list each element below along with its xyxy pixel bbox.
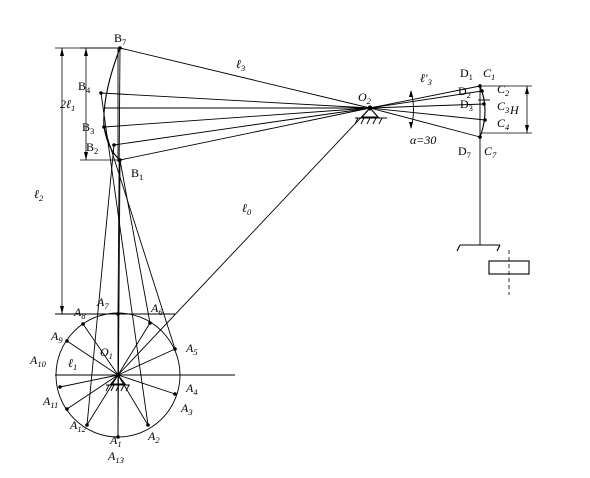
label-l0: ℓ0: [242, 201, 252, 217]
label-alpha: α=30: [410, 133, 436, 147]
frame-line-l0: [117, 107, 371, 376]
dimension-h: [482, 85, 532, 134]
angle-alpha-marker: [409, 90, 414, 129]
label-d3: D3: [460, 97, 473, 113]
label-l1: ℓ1: [68, 356, 77, 372]
label-a6: A6: [150, 301, 163, 317]
output-arc-c: [478, 84, 490, 245]
label-l2: ℓ2: [34, 187, 44, 203]
dimension-2l1: [80, 47, 120, 161]
label-a1: A1: [109, 433, 122, 449]
label-b3: B3: [82, 120, 94, 136]
label-c1: C1: [483, 66, 495, 82]
label-b4: B4: [78, 79, 91, 95]
label-2l1: 2ℓ1: [60, 97, 75, 113]
label-c4: C4: [497, 116, 510, 132]
crank-circle-group: [55, 312, 235, 439]
label-c3: C3: [497, 99, 509, 115]
label-c7: C7: [484, 144, 497, 160]
label-a11: A11: [42, 394, 58, 410]
crank-radii: [59, 322, 176, 426]
label-b1: B1: [131, 166, 143, 182]
labels: B7 B4 B3 B2 B1 ℓ3 ℓ'3 O2 ℓ2 2ℓ1 ℓ0 D1 C1…: [29, 31, 520, 465]
label-d1: D1: [460, 66, 473, 82]
label-l3-prime: ℓ'3: [420, 71, 432, 87]
label-a5: A5: [185, 341, 198, 357]
label-a12: A12: [69, 418, 87, 434]
label-a8: A8: [73, 305, 86, 321]
connecting-rods: [86, 47, 176, 438]
label-d2: D2: [458, 84, 471, 100]
label-a2: A2: [147, 429, 160, 445]
label-c2: C2: [497, 82, 510, 98]
slider-assembly: [456, 244, 530, 295]
label-a3: A3: [180, 401, 193, 417]
label-h: H: [509, 103, 520, 117]
output-arms: [369, 85, 486, 138]
rocker-links: [100, 47, 371, 376]
label-d7: D7: [458, 144, 471, 160]
label-b2: B2: [86, 140, 98, 156]
label-a13: A13: [107, 449, 124, 465]
label-a10: A10: [29, 353, 47, 369]
label-o1: O1: [100, 345, 113, 361]
label-a4: A4: [185, 381, 198, 397]
label-a7: A7: [96, 295, 109, 311]
label-l3: ℓ3: [236, 57, 245, 73]
label-a9: A9: [50, 329, 63, 345]
label-b7: B7: [114, 31, 126, 47]
label-o2: O2: [358, 90, 372, 106]
